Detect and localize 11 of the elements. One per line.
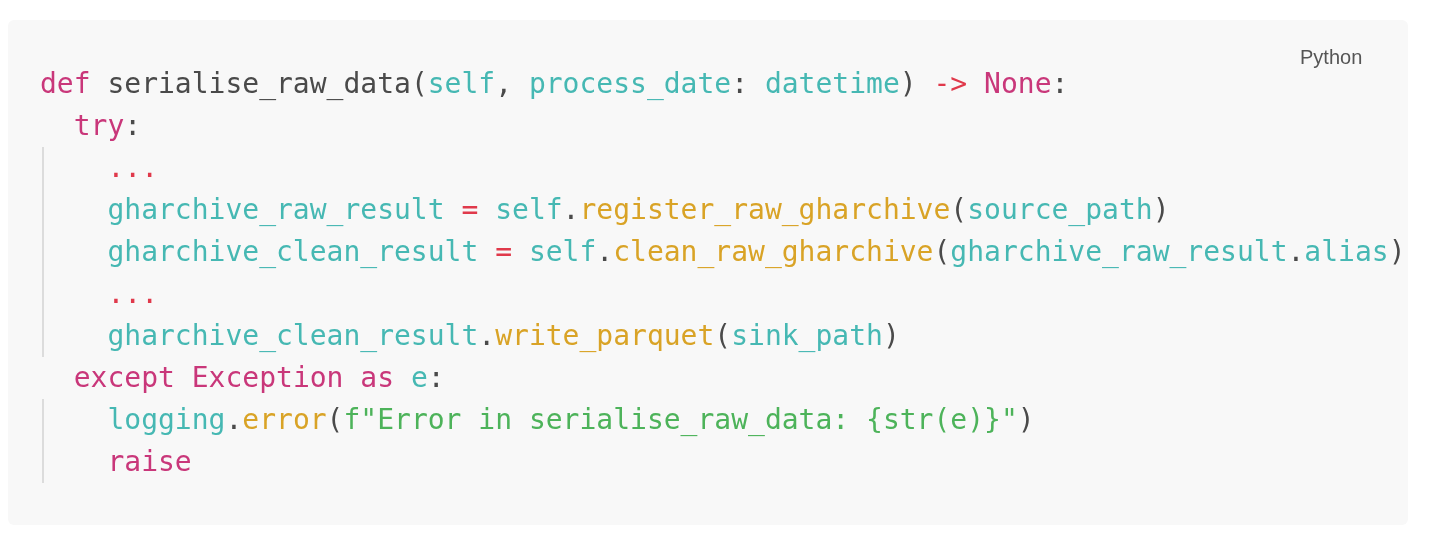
code-line: logging.error(f"Error in serialise_raw_data: {str(e)}"): [106, 403, 1035, 437]
code-line: raise: [106, 445, 192, 479]
code-line: gharchive_clean_result = self.clean_raw_gharchive(gharchive_raw_result.alias): [106, 235, 1406, 269]
language-label: Python: [1300, 46, 1363, 69]
code-line: ...: [106, 151, 158, 185]
code-line: try:: [72, 109, 142, 143]
code-line: gharchive_clean_result.write_parquet(sink_path): [106, 319, 900, 353]
code-line: def serialise_raw_data(self, process_date: datetime) -> None:: [40, 67, 1069, 101]
code-line: except Exception as e:: [72, 361, 445, 395]
code-line: ...: [106, 277, 158, 311]
code-line: gharchive_raw_result = self.register_raw_gharchive(source_path): [106, 193, 1170, 227]
